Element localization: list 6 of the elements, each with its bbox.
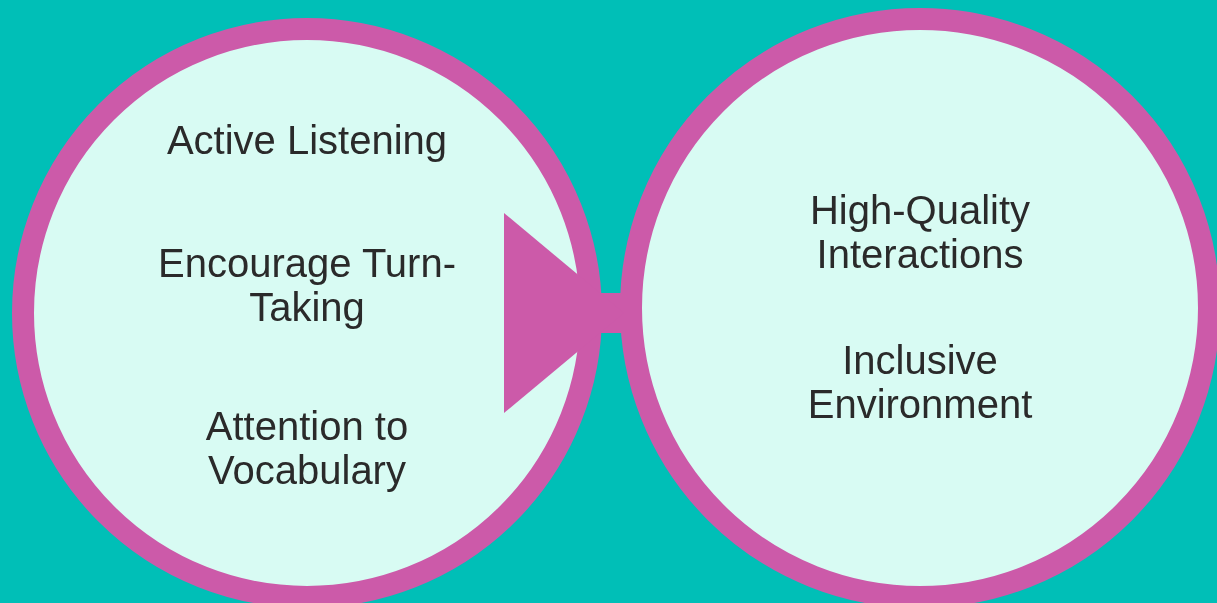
node-text: Inclusive Environment [806,338,1034,426]
node-text: High-Quality Interactions [808,188,1032,276]
node-text: Active Listening [165,118,449,162]
node-text: Attention to Vocabulary [204,404,410,492]
node-text: Encourage Turn-Taking [157,241,457,329]
arrow [504,213,624,413]
